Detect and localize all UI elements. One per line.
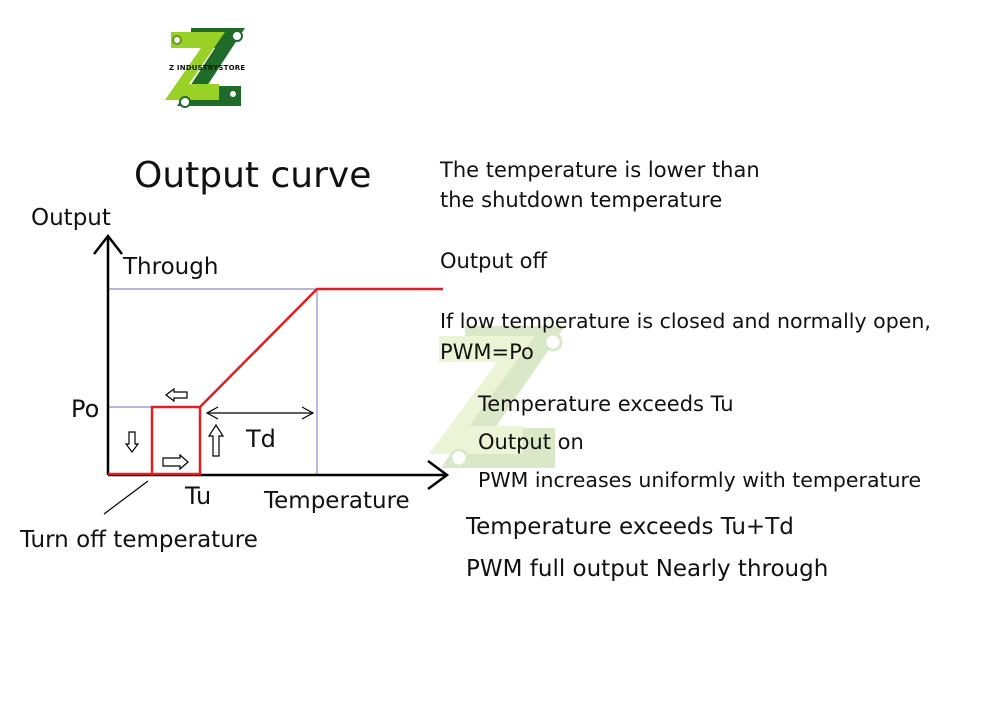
up-hollow-arrow-icon	[207, 423, 225, 457]
desc-line-10: PWM full output Nearly through	[466, 556, 829, 582]
desc-line-6: Temperature exceeds Tu	[478, 392, 734, 416]
desc-line-1: The temperature is lower than	[440, 158, 760, 182]
desc-line-2: the shutdown temperature	[440, 188, 723, 212]
turn-off-label: Turn off temperature	[20, 527, 258, 553]
x-axis-label: Temperature	[264, 488, 410, 514]
watermark-logo-icon	[429, 326, 565, 468]
logo-text: Z INDUSTRYSTORE	[169, 64, 246, 72]
td-label: Td	[246, 425, 276, 453]
po-label: Po	[71, 395, 100, 423]
y-axis-label: Output	[31, 205, 111, 231]
through-label: Through	[123, 254, 219, 280]
right-hollow-arrow-icon	[162, 453, 189, 471]
tu-label: Tu	[185, 482, 212, 510]
y-axis-arrow	[93, 233, 123, 255]
left-hollow-arrow-icon	[165, 387, 188, 403]
desc-line-9: Temperature exceeds Tu+Td	[466, 514, 794, 540]
z-logo-icon	[165, 28, 245, 108]
desc-line-5: PWM=Po	[440, 340, 534, 364]
desc-line-8: PWM increases uniformly with temperature	[478, 468, 922, 492]
down-hollow-arrow-icon	[124, 431, 140, 453]
turn-off-pointer-line	[103, 480, 149, 515]
desc-line-4: If low temperature is closed and normall…	[440, 309, 931, 333]
chart-title: Output curve	[134, 155, 372, 196]
desc-line-7: Output on	[478, 430, 584, 454]
output-curve-line	[108, 405, 202, 476]
x-axis-arrow	[427, 459, 450, 491]
desc-line-3: Output off	[440, 249, 547, 273]
ramp-line	[199, 287, 443, 408]
